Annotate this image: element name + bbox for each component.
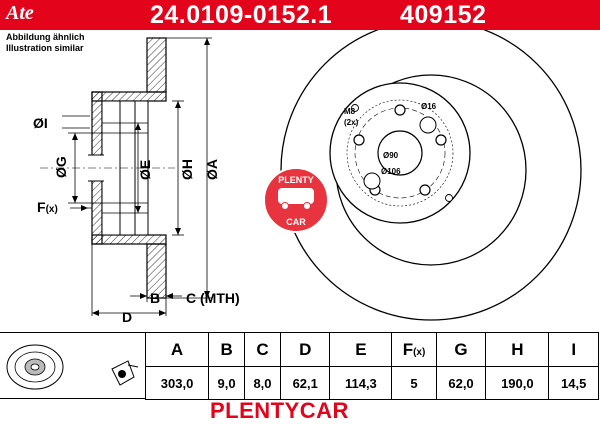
watermark-top: PLENTY <box>278 175 314 185</box>
header-cell: B <box>208 332 246 367</box>
note-line-1: Abbildung ähnlich <box>6 32 85 42</box>
header-cell: I <box>548 332 599 367</box>
value-cell: 62,0 <box>435 366 487 400</box>
header-cell: E <box>329 332 393 367</box>
header-f-sub: (x) <box>413 346 426 358</box>
hat-wall-bottom <box>91 234 167 245</box>
hat-wall-top <box>91 91 167 102</box>
brake-disc-icon <box>6 344 139 390</box>
dim-c-label: C (MTH) <box>186 290 240 306</box>
value-cell: 9,0 <box>208 366 246 400</box>
dim-h-label: ØH <box>179 159 195 180</box>
value-cell: 14,5 <box>548 366 599 400</box>
side-section-view: ØI ØG ØE ØH ØA F(x) B C (MTH) D <box>33 37 240 325</box>
table-value-row: 303,0 9,0 8,0 62,1 114,3 5 62,0 190,0 14… <box>144 366 599 400</box>
technical-drawing: ØI ØG ØE ØH ØA F(x) B C (MTH) D <box>33 30 582 325</box>
dim-f-sub: (x) <box>46 204 58 215</box>
watermark-bottom: CAR <box>286 217 306 227</box>
thread-holes <box>363 116 437 190</box>
value-cell: 8,0 <box>244 366 281 400</box>
dim-a-label: ØA <box>204 159 220 180</box>
header-f-text: F <box>402 339 414 359</box>
dim-i-label: ØI <box>33 115 48 131</box>
dim-e-label: ØE <box>137 160 153 180</box>
value-cell: 5 <box>391 366 437 400</box>
value-cell: 114,3 <box>329 366 393 400</box>
value-cell: 190,0 <box>485 366 550 400</box>
dim-f-label: F <box>37 199 46 215</box>
bolt-qty-label: (2x) <box>344 118 359 127</box>
spec-table: A B C D E F(x) G H I 303,0 9,0 8,0 62,1 … <box>144 332 599 400</box>
header-cell: D <box>279 332 331 367</box>
header-bar: Ate 24.0109-0152.1 409152 <box>0 0 600 30</box>
dim-g-label: ØG <box>53 156 69 178</box>
pcd-outer-label: Ø106 <box>381 167 401 176</box>
ate-logo: Ate <box>6 2 34 24</box>
rotor-band-top <box>146 37 167 93</box>
hole-label: Ø16 <box>421 102 437 111</box>
header-cell: C <box>244 332 281 367</box>
note-line-2: Illustration similar <box>6 43 84 53</box>
dim-b-label: B <box>150 290 160 306</box>
brand-footer: PLENTYCAR <box>210 398 349 423</box>
center-bore <box>377 130 423 176</box>
dim-d-label: D <box>122 309 132 325</box>
header-cell: A <box>144 332 210 367</box>
table-header-row: A B C D E F(x) G H I <box>144 332 599 367</box>
bolt-label: M8 <box>344 107 356 116</box>
value-cell: 303,0 <box>144 366 210 400</box>
reference-number: 409152 <box>400 1 487 29</box>
pcd-inner-label: Ø90 <box>383 151 399 160</box>
header-cell-f: F(x) <box>391 332 437 367</box>
header-cell: H <box>485 332 550 367</box>
svg-text:F(x): F(x) <box>37 199 58 215</box>
header-cell: G <box>435 332 487 367</box>
front-view: M8 (2x) Ø16 Ø90 Ø106 <box>280 30 582 321</box>
part-number: 24.0109-0152.1 <box>150 1 333 29</box>
plentycar-watermark: PLENTY CAR <box>263 167 329 233</box>
rotor-icon-cell <box>0 332 145 399</box>
value-cell: 62,1 <box>279 366 331 400</box>
